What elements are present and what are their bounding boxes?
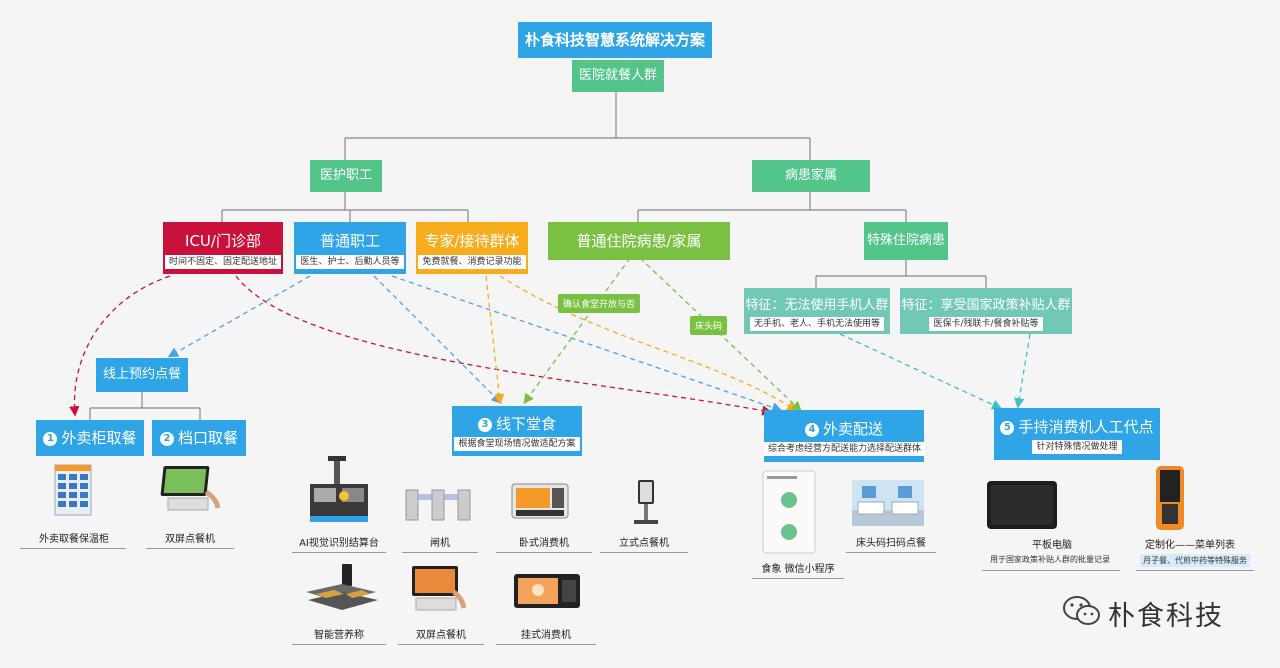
caption-desktop-pos-underline <box>496 552 592 553</box>
gate-image <box>405 489 471 521</box>
audience-node: 医院就餐人群 <box>572 60 664 92</box>
bedside-room-image <box>852 480 924 526</box>
tablet-note: 用于国家政策补贴人群的批量记录 <box>990 555 1110 564</box>
caption-tablet: 平板电脑 <box>1032 540 1072 551</box>
caption-dual-screen-2-underline <box>398 644 484 645</box>
caption-gate-underline <box>402 552 478 553</box>
experts-title: 专家/接待群体 <box>424 232 520 250</box>
inpatients-node: 普通住院病患/家属 <box>548 222 730 260</box>
option-1-number: 1 <box>43 431 58 446</box>
desktop-pos-image <box>511 483 569 519</box>
option-3-title: 线下堂食 <box>495 415 556 433</box>
ai-checkout-image <box>310 456 368 522</box>
caption-bedside-scan: 床头码扫码点餐 <box>856 538 926 549</box>
caption-dual-screen-2: 双屏点餐机 <box>416 630 466 641</box>
feature-subsidy-title: 特征：享受国家政策补贴人群 <box>901 298 1071 313</box>
caption-tablet-underline <box>982 570 1120 571</box>
root-title: 朴食科技智慧系统解决方案 <box>518 22 712 58</box>
wall-pos-image <box>514 574 580 608</box>
option-3-number: 3 <box>477 417 492 432</box>
caption-dual-screen-1-underline <box>146 548 234 549</box>
option-3-sub: 根据食堂现场情况做适配方案 <box>454 437 580 451</box>
caption-standing-kiosk: 立式点餐机 <box>619 538 669 549</box>
brand-name: 朴食科技 <box>1108 601 1224 632</box>
caption-desktop-pos: 卧式消费机 <box>519 538 569 549</box>
caption-wall-pos: 挂式消费机 <box>521 630 571 641</box>
icu-node: ICU/门诊部 时间不固定、固定配送地址 <box>163 222 283 274</box>
special-inpatients-node: 特殊住院病患 <box>864 222 948 260</box>
handheld-pos-image <box>1156 466 1184 530</box>
option-2-number: 2 <box>159 431 174 446</box>
caption-locker-underline <box>20 548 126 549</box>
staff-group-node: 医护职工 <box>310 160 382 192</box>
caption-bedside-scan-underline <box>846 552 936 553</box>
experts-node: 专家/接待群体 免费就餐、消费记录功能 <box>416 222 528 274</box>
feature-no-phone-node: 特征：无法使用手机人群 无手机、老人、手机无法使用等 <box>744 288 890 334</box>
nutrition-scale-image <box>306 564 378 610</box>
option-2-title: 档口取餐 <box>177 429 238 447</box>
regular-staff-node: 普通职工 医生、护士、后勤人员等 <box>294 222 406 274</box>
caption-nutrition-scale: 智能营养称 <box>314 630 364 641</box>
feature-no-phone-sub: 无手机、老人、手机无法使用等 <box>749 317 884 331</box>
regular-staff-title: 普通职工 <box>319 232 380 250</box>
icu-title: ICU/门诊部 <box>185 232 261 250</box>
tag-canteen-open: 确认食堂开放与否 <box>558 294 641 313</box>
caption-wechat-mini-underline <box>752 578 844 579</box>
online-order-node: 线上预约点餐 <box>96 358 188 392</box>
icu-sub: 时间不固定、固定配送地址 <box>164 255 281 269</box>
standing-kiosk-image <box>634 480 658 524</box>
custom-menu-note: 月子餐、代煎中药等特殊服务 <box>1140 554 1250 567</box>
feature-no-phone-title: 特征：无法使用手机人群 <box>745 298 889 313</box>
caption-dual-screen-1: 双屏点餐机 <box>165 534 215 545</box>
caption-locker: 外卖取餐保温柜 <box>39 534 109 545</box>
wechat-mini-program-image <box>762 470 816 554</box>
feature-subsidy-node: 特征：享受国家政策补贴人群 医保卡/残联卡/餐食补贴等 <box>900 288 1072 334</box>
option-1-title: 外卖柜取餐 <box>61 429 137 447</box>
caption-custom-menu: 定制化——菜单列表 <box>1145 540 1235 551</box>
caption-nutrition-scale-underline <box>292 644 386 645</box>
caption-ai-checkout: AI视觉识别结算台 <box>299 538 379 549</box>
caption-standing-kiosk-underline <box>600 552 688 553</box>
locker-image <box>54 464 92 516</box>
caption-wechat-mini: 食象 微信小程序 <box>761 564 835 575</box>
option-5-title: 手持消费机人工代点 <box>1018 418 1154 436</box>
tag-bedside-code: 床头码 <box>690 316 728 335</box>
patient-group-node: 病患家属 <box>752 160 870 192</box>
dual-screen-kiosk-2-image <box>412 566 466 611</box>
experts-sub: 免费就餐、消费记录功能 <box>418 255 526 269</box>
regular-staff-sub: 医生、护士、后勤人员等 <box>296 255 404 269</box>
caption-wall-pos-underline <box>496 644 596 645</box>
wechat-logo-icon <box>1063 596 1100 625</box>
caption-ai-checkout-underline <box>292 552 386 553</box>
option-5-sub: 针对特殊情况做处理 <box>1032 440 1122 454</box>
dual-screen-kiosk-1-image <box>160 466 220 511</box>
option-4-title: 外卖配送 <box>822 420 883 438</box>
option-5-number: 5 <box>1000 420 1015 435</box>
option-4-sub: 综合考虑经营方配送能力选择配送群体 <box>764 442 926 456</box>
feature-subsidy-sub: 医保卡/残联卡/餐食补贴等 <box>929 317 1043 331</box>
caption-custom-menu-underline <box>1136 570 1254 571</box>
caption-gate: 闸机 <box>430 538 450 549</box>
tablet-image <box>987 481 1057 529</box>
option-4-number: 4 <box>804 422 819 437</box>
